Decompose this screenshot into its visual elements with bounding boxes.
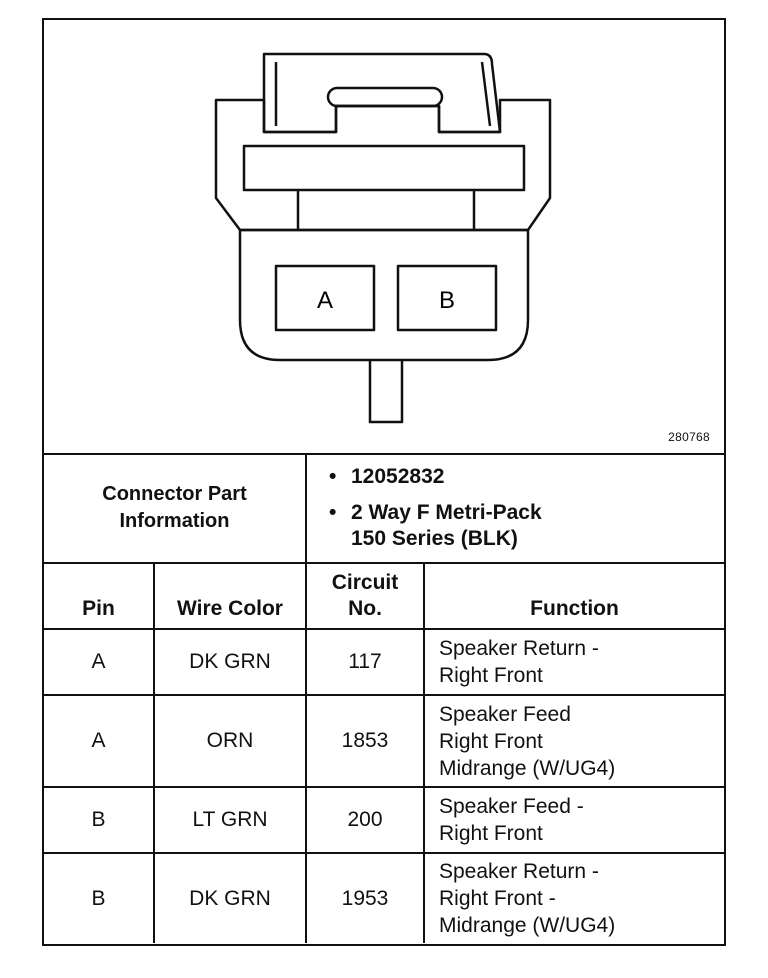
connector-info-row: Connector Part Information • 12052832 • 2 … [44, 453, 724, 564]
function-cell: Speaker Feed - Right Front [423, 786, 724, 854]
header-circuit-line1: Circuit [331, 571, 399, 594]
function-line: Speaker Feed - [439, 795, 584, 818]
circuit-cell: 200 [305, 786, 425, 854]
function-cell: Speaker Feed Right Front Midrange (W/UG4… [423, 694, 724, 788]
shoulder-inner [242, 144, 526, 192]
function-cell: Speaker Return - Right Front - Midrange … [423, 852, 724, 943]
pin-cell: A [44, 694, 155, 788]
bullet-icon: • [329, 500, 337, 524]
wire-color-cell: ORN [153, 694, 307, 788]
connector-info-values: • 12052832 • 2 Way F Metri-Pack 150 Series… [305, 453, 724, 564]
connector-diagram: A B 280768 [44, 20, 724, 455]
header-function: Function [423, 562, 724, 630]
pinout-table: Connector Part Information • 12052832 • 2 … [44, 453, 724, 943]
connector-info-label-line1: Connector Part [102, 482, 247, 505]
cavity-a [274, 264, 376, 332]
function-line: Speaker Return - [439, 637, 599, 660]
header-pin: Pin [44, 562, 155, 630]
wire-color-cell: DK GRN [153, 852, 307, 943]
latch-right-ridge [480, 61, 492, 127]
pin-housing [238, 228, 530, 362]
connector-description-line1: 2 Way F Metri-Pack [351, 500, 542, 524]
header-row: Pin Wire Color Circuit No. Function [44, 562, 724, 630]
pin-cell: B [44, 786, 155, 854]
connector-shoulder [214, 98, 552, 232]
connector-sheet: A B 280768 Connector Part Information • 1… [42, 18, 726, 946]
function-line: Midrange (W/UG4) [439, 914, 616, 937]
header-wire-color: Wire Color [153, 562, 307, 630]
connector-info-label: Connector Part Information [44, 453, 307, 564]
wire-color-cell: DK GRN [153, 628, 307, 696]
circuit-cell: 117 [305, 628, 425, 696]
pin-b-label: B [439, 287, 455, 314]
connector-info-label-line2: Information [119, 509, 230, 532]
connector-description-line2: 150 Series (BLK) [351, 526, 518, 550]
latch-outline [262, 52, 502, 134]
cavity-b [396, 264, 498, 332]
bullet-icon: • [329, 464, 337, 488]
pin-a-label: A [317, 287, 333, 314]
part-number: 12052832 [351, 464, 445, 488]
function-cell: Speaker Return - Right Front [423, 628, 724, 696]
figure-number: 280768 [668, 430, 710, 444]
connector-tail [368, 360, 404, 424]
function-line: Speaker Feed [439, 702, 571, 726]
pin-cell: B [44, 852, 155, 943]
circuit-cell: 1953 [305, 852, 425, 943]
function-line: Speaker Return - [439, 860, 599, 883]
function-line: Midrange (W/UG4) [439, 756, 616, 780]
function-line: Right Front [439, 822, 543, 845]
function-line: Right Front - [439, 887, 556, 910]
function-line: Right Front [439, 664, 543, 687]
table-row: B LT GRN 200 Speaker Feed - Right Front [44, 786, 724, 854]
header-circuit-line2: No. [348, 597, 382, 620]
wire-color-cell: LT GRN [153, 786, 307, 854]
connector-drawing: A B [214, 52, 552, 424]
function-line: Right Front [439, 729, 543, 753]
table-row: B DK GRN 1953 Speaker Return - Right Fro… [44, 852, 724, 943]
table-row: A ORN 1853 Speaker Feed Right Front Midr… [44, 694, 724, 788]
pin-cell: A [44, 628, 155, 696]
header-circuit: Circuit No. [305, 562, 425, 630]
latch-slot [326, 86, 444, 108]
circuit-cell: 1853 [305, 694, 425, 788]
table-row: A DK GRN 117 Speaker Return - Right Fron… [44, 628, 724, 696]
